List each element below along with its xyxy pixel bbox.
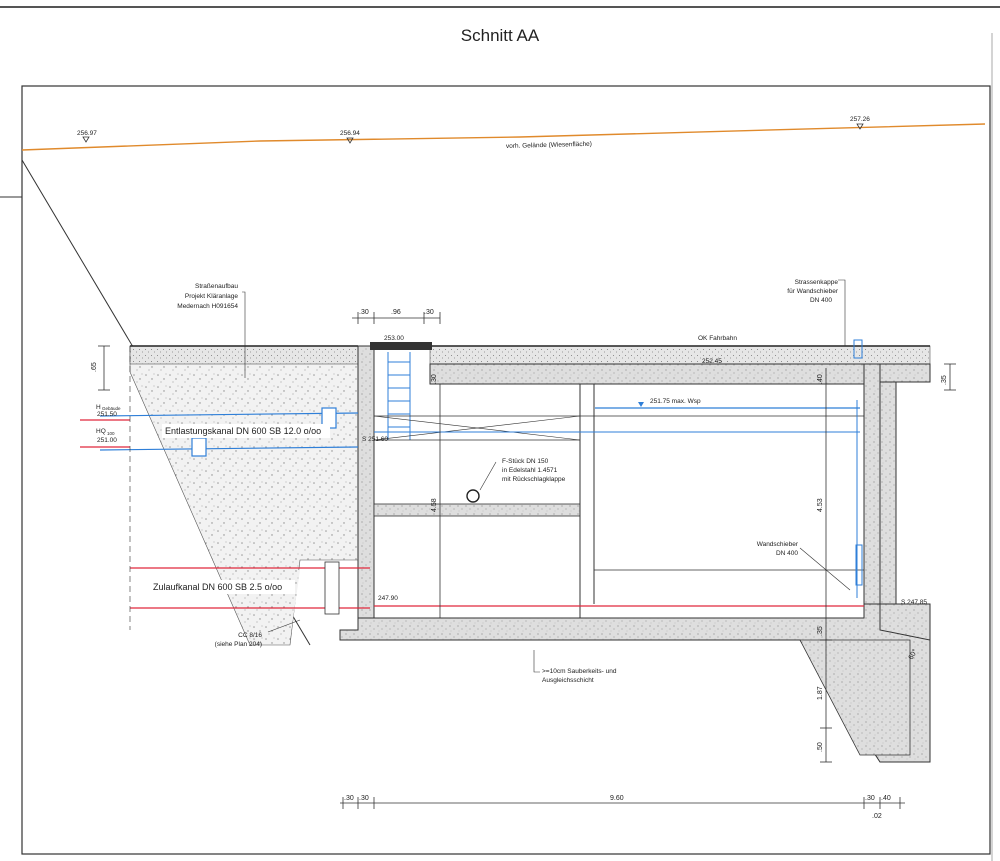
valve-callout-1: Wandschieber [757, 541, 799, 548]
height-left: 4.58 [431, 498, 438, 512]
shaft-dim-2: .96 [391, 309, 401, 316]
wall-top-dim: .40 [817, 374, 824, 384]
base-label-1: >=10cm Sauberkeits- und [542, 668, 617, 675]
base-label-2: Ausgleichsschicht [542, 677, 594, 684]
fstueck-1: F-Stück DN 150 [502, 458, 549, 465]
vertical-dim-right [820, 368, 832, 763]
shaft-left-wall [357, 345, 375, 619]
road-thickness: .65 [91, 362, 98, 372]
terrain-label: vorh. Gelände (Wiesenfläche) [506, 141, 592, 150]
road-callout-3: Medernach H091654 [177, 303, 238, 310]
terrain-level-1: 256.97 [77, 130, 97, 137]
outlet-level: S 247.85 [901, 599, 927, 606]
bottom-dim-center: 9.60 [610, 795, 624, 802]
hq-label: HQ [96, 428, 106, 435]
wall-valve [855, 544, 863, 586]
road-layer-right [429, 345, 931, 365]
relief-pipe-label: Entlastungskanal DN 600 SB 12.0 o/oo [165, 426, 321, 436]
right-wall [863, 363, 881, 605]
drawing-frame [21, 85, 991, 855]
base-leader [533, 650, 540, 673]
manhole-cover [370, 342, 432, 350]
inlet-label-bg [150, 580, 295, 594]
h-label: H [96, 404, 101, 411]
road-callout-leader [242, 291, 246, 378]
fstueck-leader [479, 461, 497, 491]
shaft-dim-lines [352, 312, 441, 324]
relief-level: S 251.60 [362, 436, 388, 443]
depth2-dim: .50 [817, 742, 824, 752]
slab-right-dim: .35 [941, 375, 948, 385]
road-dim [98, 345, 110, 391]
inner-cross-2 [373, 415, 581, 441]
fstueck-pipe [466, 489, 480, 503]
valve-callout-leader [799, 547, 851, 591]
ok-fahrbahn-label: OK Fahrbahn [698, 335, 737, 342]
depth-dim: 1.87 [817, 686, 824, 700]
right-dim [944, 363, 956, 391]
road-callout-2: Projekt Kläranlage [185, 293, 238, 300]
relief-pipe [99, 407, 359, 457]
terrain-level-3: 257.26 [850, 116, 870, 123]
vertical-dim-left [434, 383, 446, 619]
terrain-marker-2 [346, 137, 354, 144]
access-ladder [387, 352, 411, 440]
terrain-line [21, 123, 986, 151]
terrain-marker-1 [82, 136, 90, 143]
backfill-zone [129, 345, 359, 646]
bottom-dim-small: .02 [872, 813, 882, 820]
road-layer-left [129, 345, 359, 365]
road-callout-1: Straßenaufbau [195, 283, 238, 290]
drawing-title: Schnitt AA [460, 26, 540, 45]
road-level: 252.45 [702, 358, 722, 365]
foundation-wedge [799, 639, 911, 756]
inlet-pipe-label: Zulaufkanal DN 600 SB 2.5 o/oo [153, 582, 282, 592]
cc-label-2: (siehe Plan 204) [215, 641, 262, 648]
hq-sub: 100 [107, 431, 115, 436]
hq-value: 251.00 [97, 437, 117, 444]
bottom-dim-line [340, 797, 905, 809]
shaft-dim-3: .30 [424, 309, 434, 316]
shaft-top-level: 253.00 [384, 335, 404, 342]
shaft-wall-dim: .30 [431, 374, 438, 384]
top-slab [429, 363, 881, 385]
cap-callout-leader [838, 279, 846, 346]
bottom-dim-right-1: .30 [865, 795, 875, 802]
inlet-level: 247.90 [378, 595, 398, 602]
cc-label-1: CC 8/16 [238, 632, 262, 639]
relief-label-bg [162, 424, 330, 438]
wsp-marker [638, 402, 644, 407]
street-cap [853, 339, 863, 359]
height-right: 4.53 [817, 498, 824, 512]
h-sub: Gebäude [102, 406, 121, 411]
terrain-level-2: 256.94 [340, 130, 360, 137]
cap-callout-3: DN 400 [810, 297, 832, 304]
fstueck-2: in Edelstahl 1.4571 [502, 467, 558, 474]
floor-thk-dim: .35 [817, 626, 824, 636]
cc-leader [267, 619, 301, 633]
fstueck-3: mit Rückschlagklappe [502, 476, 566, 483]
bottom-dim-left-1: .30 [344, 795, 354, 802]
intermediate-slab [373, 503, 581, 517]
terrain-marker-3 [856, 123, 864, 130]
outer-slab-right [879, 363, 931, 383]
cap-callout-1: Strassenkappe [795, 279, 839, 286]
max-wsp-label: 251.75 max. Wsp [650, 398, 701, 405]
h-value: 251.50 [97, 411, 117, 418]
bottom-dim-left-2: .30 [359, 795, 369, 802]
shaft-dim-1: .30 [359, 309, 369, 316]
valve-callout-2: DN 400 [776, 550, 798, 557]
inlet-pipe [130, 561, 370, 615]
outer-wall-right [879, 381, 897, 605]
cap-callout-2: für Wandschieber [787, 288, 839, 295]
bottom-dim-right-2: .40 [881, 795, 891, 802]
